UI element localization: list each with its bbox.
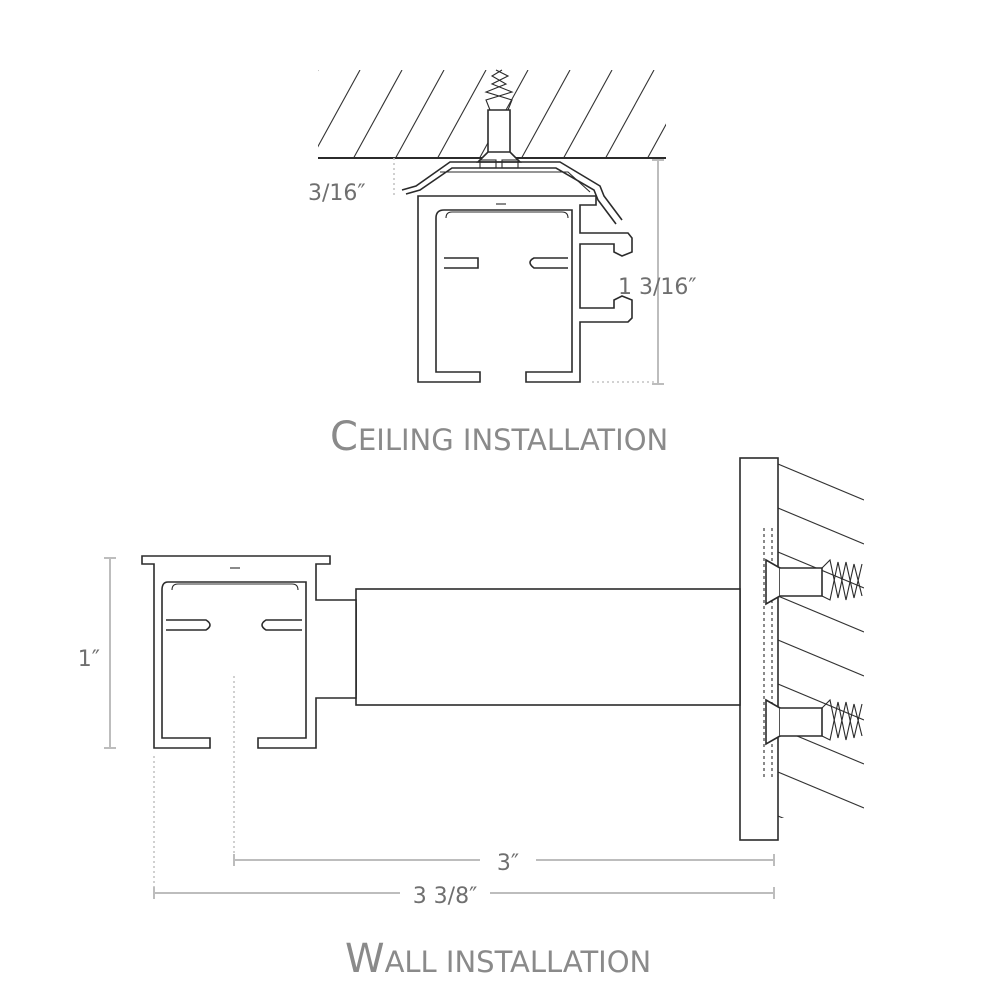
ceiling-gap-dimension: 3/16″ bbox=[308, 181, 366, 206]
hatch-line bbox=[521, 70, 571, 158]
hatch-line bbox=[437, 70, 487, 158]
hatch-line bbox=[353, 70, 403, 158]
wall-surface bbox=[778, 420, 864, 818]
ceiling-track-profile bbox=[417, 195, 633, 383]
hatch-line bbox=[318, 70, 319, 72]
hatch-line bbox=[778, 683, 864, 721]
hatch-line bbox=[778, 463, 864, 501]
hatch-line bbox=[778, 595, 864, 633]
wall-title-rest: ALL INSTALLATION bbox=[385, 945, 652, 979]
wall-track-profile bbox=[141, 555, 357, 749]
wall-screw-lower bbox=[765, 698, 863, 746]
ceiling-screw bbox=[476, 69, 522, 169]
hatch-line bbox=[318, 70, 361, 148]
hatch-line bbox=[395, 70, 445, 158]
wall-hatching bbox=[778, 420, 864, 818]
wall-title-initial: W bbox=[345, 936, 385, 982]
hatch-line bbox=[690, 70, 738, 158]
wall-title: WALL INSTALLATION bbox=[345, 936, 651, 982]
wall-total-dimension: 3 3/8″ bbox=[413, 884, 478, 909]
hatch-line bbox=[778, 771, 864, 809]
hatch-line bbox=[778, 639, 864, 677]
hatch-line bbox=[605, 70, 655, 158]
wall-section: 1″ 3″ 3 3/8″ WALL INSTALLATION bbox=[78, 420, 864, 982]
ceiling-height-dimension: 1 3/16″ bbox=[618, 275, 697, 300]
hatch-line bbox=[647, 123, 666, 158]
ceiling-title-initial: C bbox=[330, 414, 358, 460]
hatch-line bbox=[778, 420, 864, 456]
wall-screw-upper bbox=[765, 558, 863, 606]
extension-arm bbox=[355, 588, 741, 706]
mounting-clip bbox=[401, 161, 623, 225]
hatch-line bbox=[563, 70, 613, 158]
ceiling-dimensions bbox=[393, 158, 664, 385]
hatch-line bbox=[778, 815, 785, 818]
wall-plate bbox=[739, 457, 779, 841]
wall-inner-dimension: 3″ bbox=[497, 851, 519, 876]
ceiling-title: CEILING INSTALLATION bbox=[330, 414, 668, 460]
ceiling-title-rest: EILING INSTALLATION bbox=[358, 423, 668, 457]
ceiling-section: 3/16″ 1 3/16″ CEILING INSTALLATION bbox=[308, 69, 738, 460]
hatch-line bbox=[778, 507, 864, 545]
wall-height-dimension: 1″ bbox=[78, 647, 100, 672]
wall-dimensions bbox=[104, 557, 775, 899]
